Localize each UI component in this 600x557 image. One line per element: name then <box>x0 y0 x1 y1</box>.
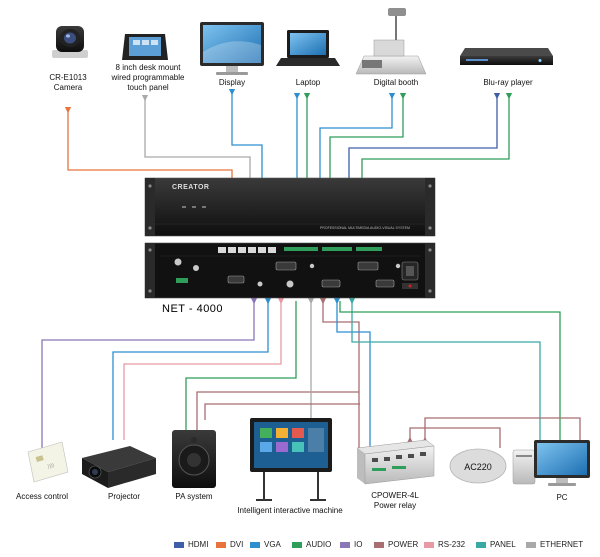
main-unit-rear-panel <box>144 242 436 299</box>
legend-item-hdmi: HDMI <box>174 540 208 549</box>
interactive-machine-icon <box>250 418 332 501</box>
legend-item-audio: AUDIO <box>292 540 331 549</box>
legend-swatch-hdmi <box>174 541 184 548</box>
projector-icon <box>82 446 156 488</box>
model-label: NET - 4000 <box>162 303 224 315</box>
bluray-label: Blu-ray player <box>483 78 533 87</box>
brand-label: CREATOR <box>172 184 210 191</box>
camera-icon <box>52 26 88 58</box>
pa-system-icon <box>172 430 216 488</box>
display-label: Display <box>218 78 246 87</box>
touch-panel-link <box>141 94 251 178</box>
laptop-icon <box>276 30 340 66</box>
digital-booth-icon <box>355 8 427 75</box>
interactive-machine-label: Intelligent interactive machine <box>237 506 343 515</box>
booth-audio-link <box>329 92 407 178</box>
top-connections <box>64 88 513 178</box>
digital-booth-label: Digital booth <box>373 78 419 87</box>
display-link <box>228 88 263 178</box>
bottom-connections <box>41 297 581 450</box>
cpower-ac-link <box>406 427 501 448</box>
legend-item-dvi: DVI <box>216 540 243 549</box>
projector-label: Projector <box>107 492 140 501</box>
pa-system-label: PA system <box>175 492 213 501</box>
legend-label-rs232: RS-232 <box>438 540 466 549</box>
pc-icon <box>512 440 590 486</box>
legend-swatch-power <box>374 541 384 548</box>
booth-vga-link <box>319 92 396 178</box>
bluray-icon <box>460 48 553 65</box>
pa-audio-link <box>185 301 297 430</box>
legend-label-io: IO <box>354 540 363 549</box>
legend-swatch-io <box>340 541 350 548</box>
legend-label-vga: VGA <box>264 540 281 549</box>
ac220-label: AC220 <box>464 462 492 472</box>
legend-label-dvi: DVI <box>230 540 244 549</box>
pc-audio-link <box>339 301 561 440</box>
legend-item-vga: VGA <box>250 540 281 549</box>
cpower-pc-link <box>421 417 581 448</box>
legend-item-ethernet: ETHERNET <box>526 540 583 549</box>
legend-item-rs232: RS-232 <box>424 540 465 549</box>
legend-swatch-ethernet <box>526 541 536 548</box>
projector-rs232-link <box>123 297 285 440</box>
projector-vga-link <box>112 297 272 440</box>
legend-item-panel: PANEL <box>476 540 516 549</box>
legend-label-panel: PANEL <box>490 540 516 549</box>
legend-swatch-audio <box>292 541 302 548</box>
ac220-icon <box>449 448 507 484</box>
touch-panel-icon <box>122 34 168 60</box>
legend-swatch-dvi <box>216 541 226 548</box>
legend-label-hdmi: HDMI <box>188 540 209 549</box>
pc-label: PC <box>556 493 568 502</box>
cpower-panel-link <box>333 297 371 450</box>
interactive-power-link <box>204 403 360 420</box>
camera-link <box>64 106 233 178</box>
cpower-relay-icon <box>356 439 435 485</box>
access-control-icon: )))) <box>27 441 69 483</box>
legend-label-ethernet: ETHERNET <box>540 540 584 549</box>
camera-label: CR-E1013 Camera <box>49 73 87 92</box>
access-control-label: Access control <box>15 492 69 501</box>
legend-label-audio: AUDIO <box>306 540 332 549</box>
cpower-rs232-link <box>319 297 360 450</box>
bluray-hdmi-link <box>348 92 501 178</box>
bluray-audio-link <box>361 92 513 178</box>
pc-vga-link <box>348 297 541 445</box>
legend-label-power: POWER <box>388 540 419 549</box>
legend-item-power: POWER <box>374 540 418 549</box>
main-unit <box>144 177 436 299</box>
pa-power-link <box>196 391 359 430</box>
touch-panel-label: 8 inch desk mount wired programmable tou… <box>111 63 185 92</box>
svg-text:)))): )))) <box>47 462 55 470</box>
legend-item-io: IO <box>340 540 362 549</box>
laptop-label: Laptop <box>295 78 321 87</box>
legend-swatch-vga <box>250 541 260 548</box>
legend-swatch-rs232 <box>424 541 434 548</box>
access-control-link <box>41 297 258 450</box>
display-icon <box>200 22 264 75</box>
legend-swatch-panel <box>476 541 486 548</box>
front-panel-label: PROFESSIONAL MULTIMEDIA AUDIO-VISUAL SYS… <box>320 226 410 230</box>
cpower-label: CPOWER-4L Power relay <box>371 491 419 510</box>
